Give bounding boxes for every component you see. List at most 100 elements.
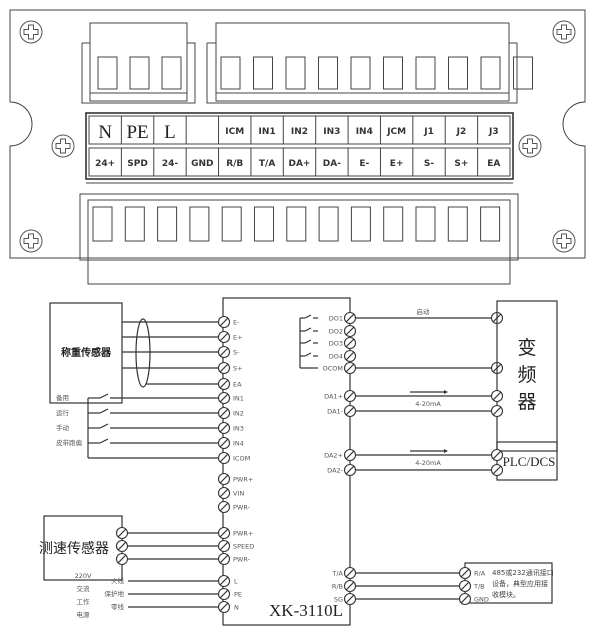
terminal-screw-icon xyxy=(343,448,357,462)
terminal-label: PWR- xyxy=(233,504,251,512)
screw-icon xyxy=(552,229,576,253)
switch-contact-icon xyxy=(99,393,109,399)
power-line-label: 火线 xyxy=(111,576,125,585)
terminal-label: T/A xyxy=(331,570,343,578)
screw-icon xyxy=(51,134,75,158)
terminal-label: N xyxy=(234,604,239,612)
input-label: 皮带跑偏 xyxy=(56,438,83,447)
terminal-label: SPEED xyxy=(233,543,254,551)
weighing-sensor-box xyxy=(49,302,123,404)
relay-contact-icon xyxy=(304,352,312,357)
power-line-label: 零线 xyxy=(111,602,125,611)
connector-pin-slot xyxy=(286,206,307,242)
terminal-label: DO2 xyxy=(329,328,343,336)
terminal-screw-icon xyxy=(343,592,357,606)
relay-contact-icon xyxy=(304,314,312,319)
connector-pin-slot xyxy=(254,206,274,242)
connector-pin-slot xyxy=(189,206,210,242)
terminal-screw-icon xyxy=(343,311,357,325)
connector-pin-slot xyxy=(350,56,371,90)
connector-pin-slot xyxy=(480,56,501,90)
comm-device-text-1: 485或232通讯接口 xyxy=(492,568,554,577)
terminal-label: DA1- xyxy=(327,408,343,416)
analog-output-1-wiring: DA1+DA1-4-20mA xyxy=(324,389,504,418)
connector-pin-slot xyxy=(318,56,338,90)
switch-contact-icon xyxy=(99,423,109,429)
terminal-screw-icon xyxy=(490,404,504,418)
terminal-label-bottom: 24- xyxy=(162,159,179,169)
connector-pin-slot xyxy=(415,206,436,242)
terminal-screw-icon xyxy=(217,472,231,486)
signal-connector-bottom xyxy=(79,193,519,285)
analog-signal-label: 4-20mA xyxy=(415,400,441,408)
terminal-screw-icon xyxy=(217,421,231,435)
start-label: 启动 xyxy=(417,307,431,316)
connector-pin-slot xyxy=(415,56,436,90)
terminal-label: EA xyxy=(233,381,242,389)
terminal-screw-icon xyxy=(217,315,231,329)
terminal-label: S- xyxy=(233,349,240,357)
terminal-screw-icon xyxy=(217,552,231,566)
connector-pin-slot xyxy=(448,56,468,90)
inverter-label-1: 变 xyxy=(517,337,536,359)
terminal-label: PWR- xyxy=(233,556,251,564)
terminal-screw-icon xyxy=(343,324,357,338)
terminal-label-top: J1 xyxy=(423,127,434,137)
controller-model-label: XK-3110L xyxy=(269,601,343,620)
terminal-screw-icon xyxy=(343,566,357,580)
analog-signal-label: 4-20mA xyxy=(415,459,441,467)
connector-pin-slot xyxy=(480,206,501,242)
terminal-screw-icon xyxy=(217,587,231,601)
shield-cable-icon xyxy=(135,318,151,388)
terminal-label: VIN xyxy=(233,490,244,498)
terminal-screw-icon xyxy=(217,345,231,359)
power-line-label: 保护地 xyxy=(105,589,125,598)
terminal-label-bottom: E+ xyxy=(390,159,404,169)
terminal-screw-icon xyxy=(458,592,472,606)
terminal-screw-icon xyxy=(217,436,231,450)
terminal-label-top: IN3 xyxy=(323,127,340,137)
power-connector xyxy=(81,22,196,104)
panel-outline xyxy=(9,9,586,259)
connector-pin-slot xyxy=(220,56,241,90)
terminal-label: R/B xyxy=(332,583,343,591)
terminal-label-top: IN4 xyxy=(356,127,373,137)
terminal-screw-icon xyxy=(343,463,357,477)
screw-icon xyxy=(518,134,542,158)
terminal-label-top: L xyxy=(164,122,176,143)
weighing-sensor-label: 称重传感器 xyxy=(61,346,112,359)
screw-icon xyxy=(19,229,43,253)
terminal-label: L xyxy=(234,578,238,586)
screw-icon xyxy=(19,20,43,44)
connector-pin-slot xyxy=(157,206,178,242)
terminal-label: IN3 xyxy=(233,425,244,433)
terminal-label: R/A xyxy=(474,570,486,578)
terminal-label: GND xyxy=(474,596,489,604)
plc-dcs-label: PLC/DCS xyxy=(503,454,556,469)
terminal-label-bottom: DA+ xyxy=(289,159,311,169)
terminal-label-top: N xyxy=(98,122,112,143)
terminal-screw-icon xyxy=(217,361,231,375)
terminal-label: IN1 xyxy=(233,395,244,403)
terminal-label-bottom: DA- xyxy=(323,159,341,169)
terminal-label-top: IN2 xyxy=(291,127,308,137)
terminal-screw-icon xyxy=(343,361,357,375)
connector-pin-slot xyxy=(447,206,468,242)
comm-device-text-2: 设备，典型应用接 xyxy=(492,579,548,588)
connector-pin-slot xyxy=(383,206,404,242)
switch-contact-icon xyxy=(99,408,109,414)
terminal-label: IN4 xyxy=(233,440,244,448)
terminal-screw-icon xyxy=(458,566,472,580)
relay-contact-icon xyxy=(304,339,312,344)
terminal-screw-icon xyxy=(343,579,357,593)
connector-pin-slot xyxy=(513,56,533,90)
connector-pin-slot xyxy=(92,206,113,242)
power-supply-label: 电源 xyxy=(77,610,91,619)
connector-pin-slot xyxy=(318,206,339,242)
terminal-label: DO3 xyxy=(329,340,343,348)
